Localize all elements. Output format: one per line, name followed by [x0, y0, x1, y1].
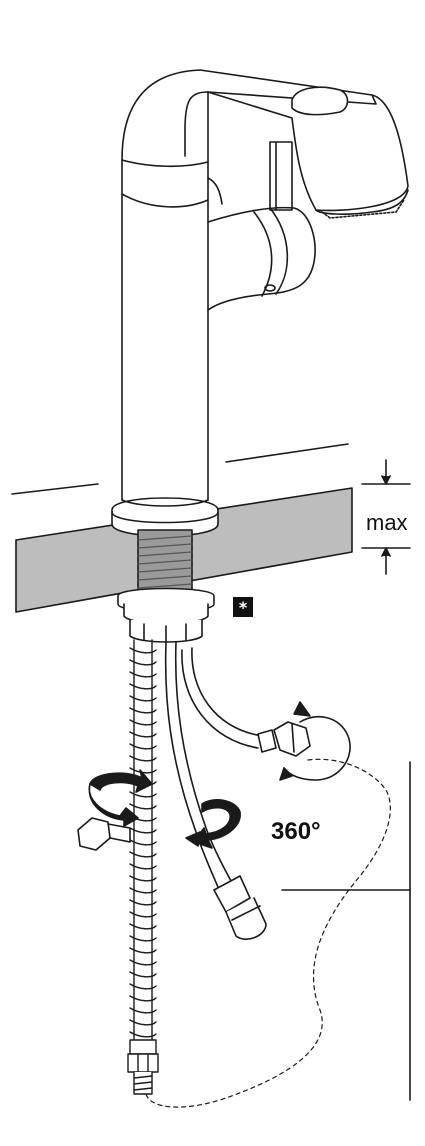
- supply-hose-left: [77, 641, 267, 940]
- rotation-label: 360°: [271, 818, 321, 845]
- rotate-arrow-icon: [88, 701, 351, 849]
- threaded-shank: [137, 529, 193, 593]
- fixing-nut: [117, 587, 215, 643]
- base-collar: [111, 497, 219, 537]
- flexible-hose: [127, 639, 159, 1095]
- dashed-hose-path: [145, 758, 391, 1108]
- dimension-arrow-icon: [361, 459, 411, 575]
- max-dimension-label: max: [366, 510, 408, 535]
- reference-lines: [281, 761, 411, 1101]
- asterisk-icon: *: [233, 597, 253, 617]
- faucet-icon: [121, 69, 409, 501]
- countertop-lines: [11, 443, 349, 495]
- supply-hose-right: [181, 647, 311, 757]
